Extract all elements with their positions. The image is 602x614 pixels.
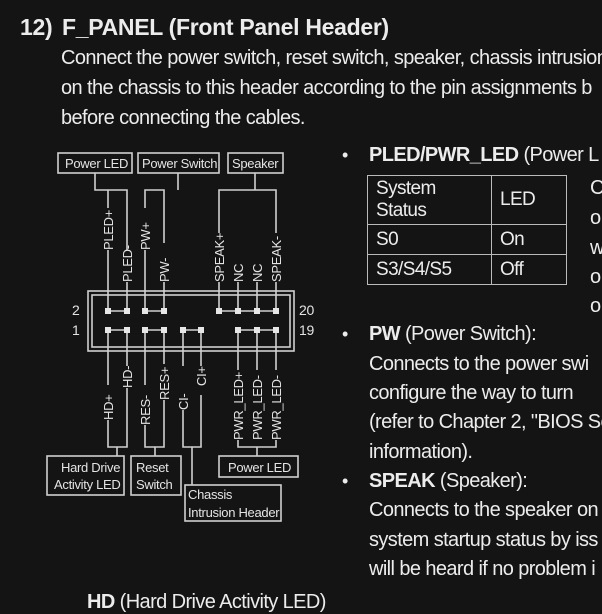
table-cell: S3/S4/S5 [367, 254, 492, 285]
speak-line: will be heard if no problem i [369, 558, 596, 580]
box-power-led: Power LED [65, 156, 128, 171]
side-text: o [590, 207, 601, 229]
pled-heading: PLED/PWR_LED (Power L [369, 143, 599, 167]
section-title: F_PANEL (Front Panel Header) [62, 14, 389, 40]
box-chassis-line1: Chassis [188, 487, 233, 502]
pin-label: SPEAK+ [212, 233, 227, 282]
pin-label: CI- [176, 394, 191, 410]
pw-line: configure the way to turn [369, 382, 574, 404]
pin-label: RES- [138, 395, 153, 425]
pin-label: PLED- [120, 245, 135, 282]
pled-desc: (Power L [523, 144, 599, 166]
pin-label: HD+ [101, 395, 116, 420]
table-cell: S0 [367, 224, 492, 255]
pin-label: HD- [120, 366, 135, 388]
pin-label: PWR_LED- [250, 375, 265, 440]
intro-line: on the chassis to this header according … [61, 77, 592, 99]
bullet: • [342, 324, 349, 344]
bullet: • [342, 471, 349, 491]
box-reset-line1: Reset [136, 460, 169, 475]
pin-label: PW- [157, 258, 172, 282]
pw-heading: PW (Power Switch): [369, 322, 537, 346]
pw-desc: (Power Switch): [405, 323, 537, 345]
box-power-switch: Power Switch [142, 156, 217, 171]
speak-term: SPEAK [369, 470, 436, 492]
pin-number: 2 [72, 302, 80, 318]
box-reset-line2: Switch [136, 477, 173, 492]
table-cell: Off [491, 254, 567, 285]
pin-label: NC [250, 264, 265, 282]
hd-heading: HD (Hard Drive Activity LED) [87, 590, 326, 614]
pw-line: (refer to Chapter 2, "BIOS Se [369, 411, 602, 433]
table-cell: On [491, 224, 567, 255]
hd-term: HD [87, 591, 115, 613]
pin-label: PWR_LED- [269, 375, 284, 440]
box-chassis-line2: Intrusion Header [188, 505, 280, 520]
pled-term: PLED/PWR_LED [369, 144, 519, 166]
pin-label: PWR_LED+ [231, 372, 246, 440]
hd-desc: (Hard Drive Activity LED) [119, 591, 327, 613]
pin-number: 19 [299, 322, 314, 338]
box-speaker: Speaker [232, 156, 279, 171]
speak-desc: (Speaker): [439, 470, 528, 492]
side-text: C [590, 177, 602, 199]
box-hdd-line1: Hard Drive [61, 460, 120, 475]
section-number: 12) [20, 14, 53, 40]
speak-heading: SPEAK (Speaker): [369, 469, 528, 493]
pin-label: SPEAK- [269, 236, 284, 282]
box-hdd-line2: Activity LED [54, 477, 120, 492]
pw-line: information). [369, 441, 473, 463]
pin-label: RES+ [157, 367, 172, 400]
pin-label: PLED+ [101, 210, 116, 250]
pin-label: NC [231, 264, 246, 282]
pin-label: PW+ [138, 222, 153, 250]
f-panel-diagram: Power LED Power Switch Speaker PLED+ PLE… [46, 152, 315, 522]
pw-term: PW [369, 323, 401, 345]
pin-number: 1 [72, 322, 80, 338]
side-text: o [590, 266, 601, 288]
side-text: o [590, 295, 601, 317]
header-cell: LED [491, 175, 567, 225]
bullet: • [342, 145, 349, 165]
pin-number: 20 [299, 302, 314, 318]
intro-line: Connect the power switch, reset switch, … [61, 47, 602, 69]
pin-label: CI+ [194, 366, 209, 386]
pw-line: Connects to the power swi [369, 353, 589, 375]
speak-line: Connects to the speaker on t [369, 499, 602, 521]
speak-line: system startup status by iss [369, 529, 598, 551]
side-text: w [590, 237, 602, 259]
header-cell: System Status [367, 175, 492, 225]
box-power-led-bottom: Power LED [228, 460, 291, 475]
intro-line: before connecting the cables. [61, 107, 305, 129]
